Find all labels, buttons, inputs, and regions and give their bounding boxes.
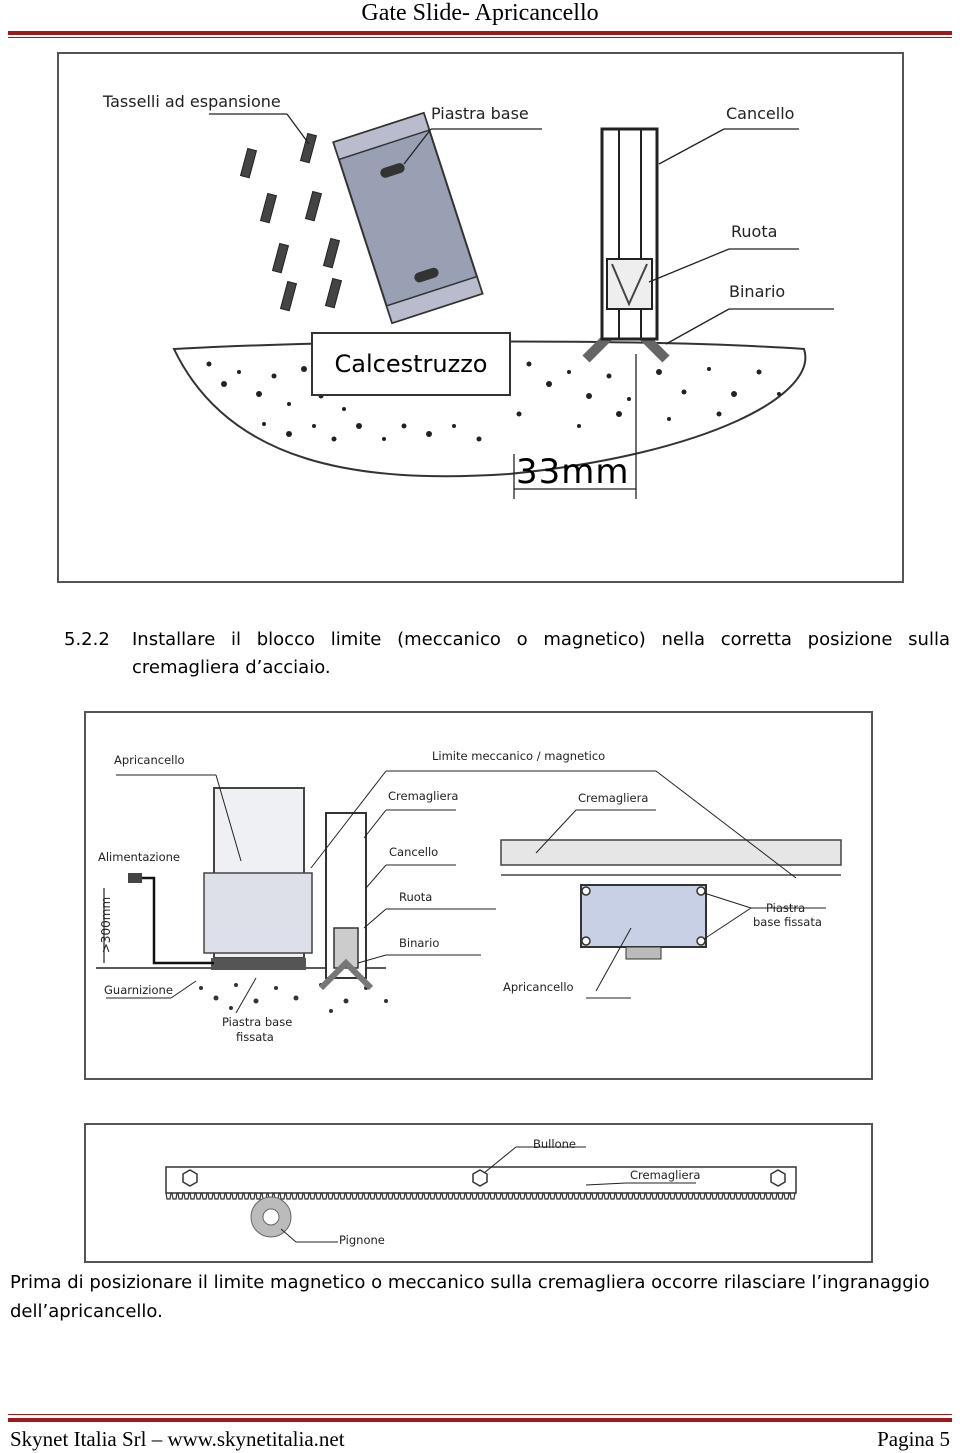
rack-pinion-drawing [165, 1146, 797, 1243]
label-plate-left-2: fissata [236, 1030, 274, 1044]
power-cable [136, 876, 214, 965]
motor-top-view [580, 884, 707, 948]
bolts [182, 1169, 786, 1187]
motor-base-plate [211, 958, 306, 970]
label-rail2: Binario [399, 936, 440, 950]
base-plate-shape [332, 111, 484, 325]
label-33mm: 33mm [516, 452, 630, 492]
label-motor: Apricancello [114, 753, 185, 767]
label-wheel2: Ruota [399, 890, 433, 904]
rack-teeth [165, 1192, 796, 1200]
leader-lines-2 [106, 770, 826, 1014]
label-concrete: Calcestruzzo [311, 332, 511, 396]
figure-rack-pinion: Bullone Cremagliera Pignone [84, 1123, 873, 1263]
footer-rule-thin [8, 1414, 952, 1415]
label-base-plate: Piastra base [431, 104, 529, 123]
label-gate: Cancello [726, 104, 795, 123]
leader-lines [209, 113, 834, 499]
step-number: 5.2.2 [64, 629, 110, 650]
figure-limit-block: Apricancello Limite meccanico / magnetic… [84, 711, 873, 1080]
header-title: Gate Slide- Apricancello [361, 0, 599, 26]
header-rule-thin [8, 37, 952, 38]
figure-installation-base: Tasselli ad espansione Piastra base Canc… [57, 52, 904, 583]
concrete-aggregate [206, 361, 781, 442]
label-rail: Binario [729, 282, 786, 301]
label-anchors: Tasselli ad espansione [103, 92, 281, 111]
label-seal: Guarnizione [104, 983, 173, 997]
ground-aggregate [199, 983, 388, 1013]
label-plate-left-1: Piastra base [222, 1015, 293, 1029]
footer-rule [8, 1418, 952, 1422]
step-text-line1: Installare il blocco limite (meccanico o… [132, 629, 950, 650]
label-gate2: Cancello [389, 845, 439, 859]
label-rack-right: Cremagliera [578, 791, 649, 805]
label-wheel: Ruota [731, 222, 778, 241]
note-text: Prima di posizionare il limite magnetico… [10, 1272, 930, 1322]
label-bolt: Bullone [533, 1137, 576, 1151]
rail-shape [318, 958, 374, 991]
limit-block-drawing [96, 770, 842, 1014]
footer-page-number: Pagina 5 [877, 1427, 950, 1451]
label-rack-left: Cremagliera [388, 789, 459, 803]
label-height: >300mm [99, 896, 113, 954]
leader-lines-3 [280, 1146, 696, 1243]
label-motor-bottom: Apricancello [503, 980, 574, 994]
pinion-gear [250, 1196, 292, 1238]
label-rack: Cremagliera [630, 1168, 701, 1182]
label-limit: Limite meccanico / magnetico [432, 749, 606, 763]
label-power: Alimentazione [98, 850, 181, 864]
header-rule [8, 31, 952, 35]
label-pinion: Pignone [339, 1233, 385, 1247]
label-plate-right-2: base fissata [753, 915, 822, 929]
installation-base-drawing [172, 111, 834, 499]
expansion-anchors [239, 132, 343, 312]
footer-company: Skynet Italia Srl – www.skynetitalia.net [10, 1427, 345, 1451]
label-plate-right-1: Piastra [766, 901, 806, 915]
step-text-line2: cremagliera d’acciaio. [132, 657, 331, 678]
rack-top-view [500, 839, 842, 866]
